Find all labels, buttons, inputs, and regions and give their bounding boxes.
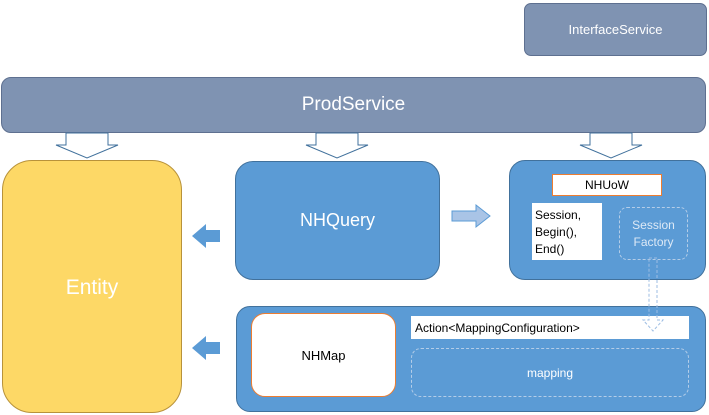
arrow-left-nhquery-to-entity [192,224,220,248]
session-methods-box: Session, Begin(), End() [532,203,602,260]
nhmap-box: NHMap [251,313,396,397]
arrow-down-to-nhuow [579,132,643,159]
mapping-box: mapping [411,348,689,397]
entity-box: Entity [2,160,182,413]
session-factory-box: Session Factory [619,207,688,260]
arrow-down-to-entity [55,132,119,159]
nhquery-box: NHQuery [235,161,440,280]
arrow-dashed-factory-to-action [641,257,665,332]
arrow-down-to-nhquery [305,132,369,159]
action-mapping-configuration-box: Action<MappingConfiguration> [411,316,689,339]
nhuow-label: NHUoW [552,174,662,196]
arrow-right-nhquery-to-nhuow [451,203,491,229]
arrow-left-nhmap-to-entity [192,336,220,360]
interface-service-box: InterfaceService [524,3,707,56]
